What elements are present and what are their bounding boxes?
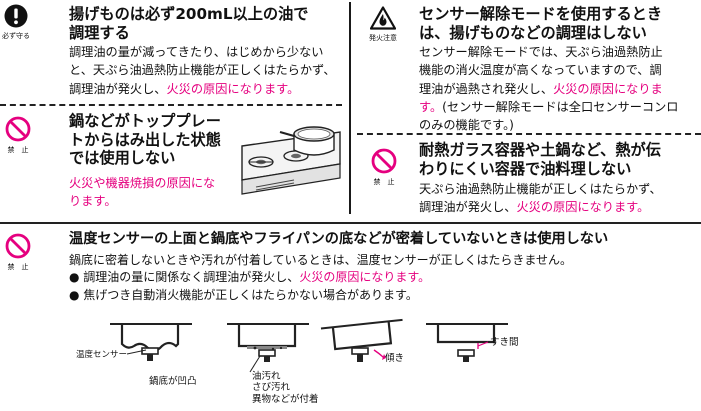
prohibition-icon — [5, 233, 31, 259]
sensor-leader-line — [126, 349, 147, 355]
prohibit-icon-block-4: 禁 止 — [369, 148, 399, 187]
column-divider — [349, 2, 351, 214]
fire-caution-icon-block: 発火注意 — [368, 6, 398, 43]
s4-body-line2: 調理油が発火し、火災の原因になります。 — [419, 198, 662, 216]
sensor-label: 温度センサー — [76, 350, 128, 360]
s2-warning-line1: 火災や機器焼損の原因にな — [69, 176, 216, 190]
dirt-label-line3: 異物などが付着 — [252, 393, 319, 405]
s3-title-line2: は、揚げものなどの調理はしない — [419, 23, 647, 42]
s3-warning-b: す。 — [419, 99, 443, 114]
s3-body-line5: のみの機能です。) — [419, 118, 514, 133]
prohibit-icon-block-5: 禁 止 — [3, 233, 33, 272]
s4-title-line2: わりにくい容器で油料理しない — [419, 159, 632, 178]
divider-left-1 — [0, 104, 342, 106]
s5-bullet-2: ● 焦げつき自動消火機能が正しくはたらかない場合があります。 — [69, 287, 418, 302]
gap-label: すき間 — [490, 337, 519, 348]
s2-warning-line2: ります。 — [69, 194, 117, 209]
tilt-label: 傾き — [385, 353, 405, 364]
s5-body: 鍋底に密着しないときや汚れが付着しているときは、温度センサーが正しくはたらきませ… — [69, 252, 572, 304]
prohibit-label: 禁 止 — [373, 178, 395, 186]
s4-body: 天ぷら油過熱防止機能が正しくはたらかず、 調理油が発火し、火災の原因になります。 — [419, 180, 662, 217]
s2-title: 鍋などがトッププレー トからはみ出した状態 では使用しない — [69, 112, 221, 168]
s1-body-line3a: 調理油が発火し、 — [69, 81, 167, 96]
s4-title-line1: 耐熱ガラス容器や土鍋など、熱が伝 — [419, 141, 661, 159]
prohibition-icon — [5, 116, 31, 142]
s3-body-line3: 理油が過熱され発火し、火災の原因になりま — [419, 80, 678, 98]
s3-body: センサー解除モードでは、天ぷら油過熱防止 機能の消火温度が高くなっていますので、… — [419, 43, 678, 134]
diagram-gap-pot — [426, 323, 508, 362]
s4-warning: 火災の原因になります。 — [516, 200, 650, 215]
s4-body-line1: 天ぷら油過熱防止機能が正しくはたらかず、 — [419, 182, 662, 196]
s5-bullet-2-text: 焦げつき自動消火機能が正しくはたらかない場合があります。 — [83, 287, 418, 302]
s3-body-line2: 機能の消火温度が高くなっていますので、調 — [419, 63, 662, 78]
divider-right-1 — [357, 133, 701, 135]
s2-title-line3: では使用しない — [69, 149, 176, 168]
s2-title-line1: 鍋などがトッププレー — [69, 112, 221, 130]
fire-caution-label: 発火注意 — [369, 34, 397, 42]
s1-body-line2: と、天ぷら油過熱防止機能が正しくはたらかず、 — [69, 63, 336, 78]
s5-title: 温度センサーの上面と鍋底やフライパンの底などが密着していないときは使用しない — [69, 231, 609, 247]
dirt-label: 油汚れ さび汚れ 異物などが付着 — [252, 371, 319, 405]
dirt-label-line2: さび汚れ — [252, 382, 291, 394]
dirt-leader-line — [249, 355, 261, 373]
dent-label: 鍋底が凹凸 — [149, 376, 197, 387]
prohibition-icon — [371, 148, 397, 174]
fire-warning-icon — [369, 6, 397, 30]
dirt-label-line1: 油汚れ — [252, 371, 281, 382]
exclamation-icon — [4, 4, 28, 28]
s1-title-line1: 揚げものは必ず200mL以上の油で — [69, 5, 309, 23]
s4-body-line2a: 調理油が発火し、 — [419, 200, 517, 215]
s3-body-line4: す。(センサー解除モードは全口センサーコンロ — [419, 98, 678, 116]
prohibit-label: 禁 止 — [7, 263, 29, 271]
section-divider-bottom — [0, 222, 701, 224]
s2-warning: 火災や機器焼損の原因にな ります。 — [69, 174, 215, 211]
prohibit-label: 禁 止 — [7, 146, 29, 154]
s5-bullet-1: ● 調理油の量に関係なく調理油が発火し、火災の原因になります。 — [69, 270, 431, 285]
s1-warning: 火災の原因になります。 — [166, 81, 300, 96]
s2-title-line2: トからはみ出した状態 — [69, 130, 221, 149]
s3-note: (センサー解除モードは全口センサーコンロ — [442, 99, 679, 114]
s3-title: センサー解除モードを使用するとき は、揚げものなどの調理はしない — [419, 5, 662, 42]
diagram-dirty-pot — [227, 323, 309, 362]
s1-body-line3: 調理油が発火し、火災の原因になります。 — [69, 80, 336, 98]
s1-title: 揚げものは必ず200mL以上の油で 調理する — [69, 5, 308, 42]
mandatory-label: 必ず守る — [2, 32, 30, 40]
s1-body-line1: 調理油の量が減ってきたり、はじめから少ない — [69, 45, 324, 59]
s4-title: 耐熱ガラス容器や土鍋など、熱が伝 わりにくい容器で油料理しない — [419, 141, 661, 178]
diagram-dented-pot — [110, 323, 192, 361]
s5-warning: 火災の原因になります。 — [299, 270, 431, 285]
mandatory-icon-block: 必ず守る — [1, 4, 31, 41]
stove-pot-illustration — [241, 126, 341, 195]
diagram-tilted-pot — [320, 318, 403, 362]
s3-warning-a: 火災の原因になりま — [553, 81, 663, 96]
s5-bullet-1a: 調理油の量に関係なく調理油が発火し、 — [83, 270, 300, 285]
s3-body-line3a: 理油が過熱され発火し、 — [419, 81, 554, 96]
s3-body-line1: センサー解除モードでは、天ぷら油過熱防止 — [419, 45, 663, 59]
s1-body: 調理油の量が減ってきたり、はじめから少ない と、天ぷら油過熱防止機能が正しくはた… — [69, 43, 336, 98]
prohibit-icon-block-2: 禁 止 — [3, 116, 33, 155]
s5-body-line1: 鍋底に密着しないときや汚れが付着しているときは、温度センサーが正しくはたらきませ… — [69, 253, 573, 267]
s1-title-line2: 調理する — [69, 23, 130, 42]
s3-title-line1: センサー解除モードを使用するとき — [419, 5, 662, 23]
